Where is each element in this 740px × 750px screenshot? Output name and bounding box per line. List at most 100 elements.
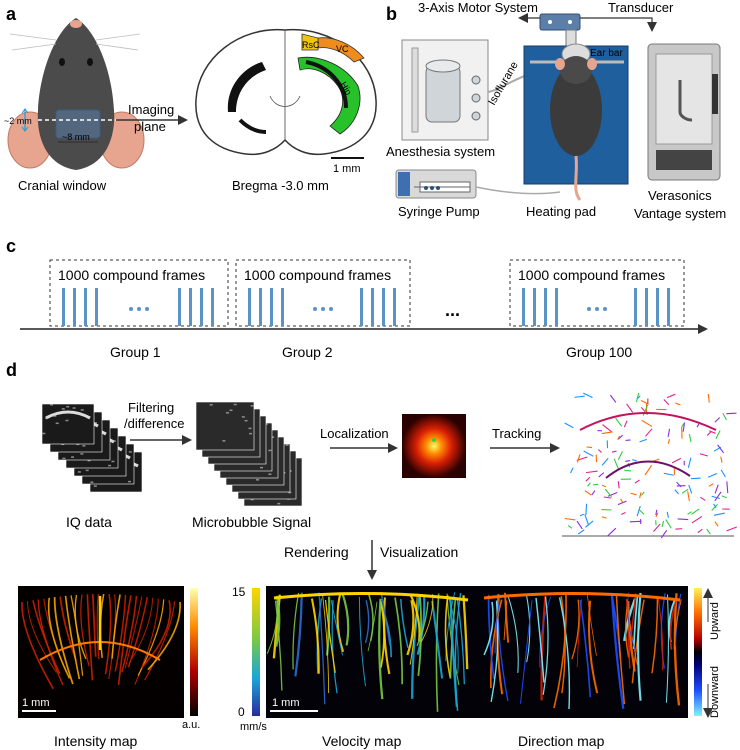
intensity-unit-label: a.u. bbox=[182, 719, 200, 731]
map-vessel bbox=[587, 600, 599, 694]
block-label: 1000 compound frames bbox=[244, 267, 391, 283]
velocity-unit-label: mm/s bbox=[240, 721, 267, 733]
map-vessel bbox=[324, 599, 336, 673]
stack-frame bbox=[53, 415, 57, 417]
track-segment bbox=[675, 402, 681, 406]
bregma-label: Bregma -3.0 mm bbox=[232, 178, 329, 193]
map-vessel bbox=[586, 593, 597, 656]
stack-frame bbox=[66, 405, 70, 408]
map-vessel bbox=[341, 592, 350, 646]
filter-step-line2: /difference bbox=[124, 416, 184, 431]
intensity-vessel bbox=[131, 597, 154, 659]
map-vessel bbox=[539, 596, 552, 668]
stack-frame bbox=[61, 408, 65, 410]
stack-frame bbox=[259, 466, 263, 469]
stack-frame bbox=[82, 445, 86, 447]
track-segment bbox=[720, 469, 726, 478]
track-segment bbox=[707, 393, 710, 403]
anesthesia-label: Anesthesia system bbox=[386, 144, 495, 159]
panel-letter-c: c bbox=[6, 236, 16, 256]
map-vessel bbox=[364, 600, 370, 644]
track-segment bbox=[708, 483, 714, 487]
track-segment bbox=[583, 450, 594, 457]
iq-data-label: IQ data bbox=[66, 514, 112, 530]
track-segment bbox=[666, 393, 676, 399]
stack-frame bbox=[195, 401, 255, 451]
velocity-colorbar bbox=[252, 588, 260, 716]
intensity-vessel bbox=[121, 595, 138, 673]
frame-dot bbox=[137, 307, 141, 311]
intensity-vessel bbox=[104, 593, 112, 675]
map-vessel bbox=[673, 593, 681, 706]
frame-bar bbox=[84, 288, 87, 326]
map-vessel bbox=[266, 600, 278, 654]
frame-dot bbox=[321, 307, 325, 311]
frame-bar bbox=[259, 288, 262, 326]
track-segment bbox=[613, 458, 619, 470]
stack-frame bbox=[128, 480, 132, 483]
map-vessel bbox=[489, 599, 503, 689]
stack-frame bbox=[248, 427, 252, 430]
map-vessel bbox=[411, 594, 421, 699]
track-segment bbox=[706, 528, 711, 535]
map-vessel bbox=[417, 597, 423, 676]
map-vessel bbox=[272, 594, 281, 659]
intensity-vessel bbox=[80, 594, 90, 667]
syringe-pump-label: Syringe Pump bbox=[398, 204, 480, 219]
map-vessel bbox=[483, 591, 681, 602]
stack-frame bbox=[55, 422, 59, 425]
intensity-map-label: Intensity map bbox=[54, 733, 137, 749]
frame-bar bbox=[178, 288, 181, 326]
map-vessel bbox=[406, 599, 415, 656]
map-vessel bbox=[673, 599, 682, 650]
map-vessel bbox=[490, 600, 499, 702]
intensity-vessel bbox=[140, 600, 171, 669]
stack-frame bbox=[250, 498, 254, 501]
panel-letter-a: a bbox=[6, 4, 17, 24]
map-vessel bbox=[579, 599, 592, 698]
stack-frame bbox=[93, 422, 97, 424]
brain-section-illustration bbox=[195, 28, 377, 159]
track-segment bbox=[726, 481, 729, 494]
track-segment bbox=[586, 446, 592, 449]
track-segment bbox=[644, 464, 653, 476]
intensity-vessel bbox=[32, 600, 61, 675]
imaging-plane-line1: Imaging bbox=[128, 102, 174, 117]
mouse-head-illustration bbox=[7, 18, 145, 170]
group-100-label: Group 100 bbox=[566, 344, 632, 360]
intensity-vessel bbox=[91, 594, 97, 657]
track-segment bbox=[604, 488, 613, 498]
map-vessel bbox=[462, 595, 469, 670]
velocity-max-label: 15 bbox=[232, 585, 246, 599]
intensity-vessel bbox=[21, 601, 54, 690]
stack-frame bbox=[87, 459, 91, 462]
isoflurane-label: Isoflurane bbox=[486, 60, 521, 108]
direction-vessels bbox=[483, 591, 682, 710]
stack-frame bbox=[288, 491, 292, 494]
frame-bar bbox=[189, 288, 192, 326]
stack-frame bbox=[80, 409, 84, 411]
velocity-min-label: 0 bbox=[238, 705, 245, 719]
track-segment bbox=[609, 394, 617, 403]
intensity-colorbar bbox=[190, 588, 198, 716]
map-vessel bbox=[553, 592, 567, 709]
direction-map-label: Direction map bbox=[518, 733, 605, 749]
track-segment bbox=[579, 412, 717, 431]
track-segment bbox=[720, 456, 723, 463]
stack-frame bbox=[277, 502, 281, 505]
track-segment bbox=[625, 439, 631, 442]
track-segment bbox=[576, 454, 581, 463]
track-segment bbox=[576, 520, 583, 530]
map-vessel bbox=[637, 592, 642, 701]
stack-frame bbox=[268, 449, 272, 452]
microbubble-stack bbox=[195, 401, 303, 507]
map-vessel bbox=[292, 592, 300, 670]
frame-bar bbox=[382, 288, 385, 326]
map-vessel bbox=[651, 595, 659, 674]
map-vessel bbox=[494, 594, 501, 654]
track-segment bbox=[677, 518, 689, 521]
track-segment bbox=[615, 417, 623, 427]
track-segment bbox=[715, 430, 721, 440]
map-vessel bbox=[542, 596, 549, 695]
frame-dot bbox=[129, 307, 133, 311]
